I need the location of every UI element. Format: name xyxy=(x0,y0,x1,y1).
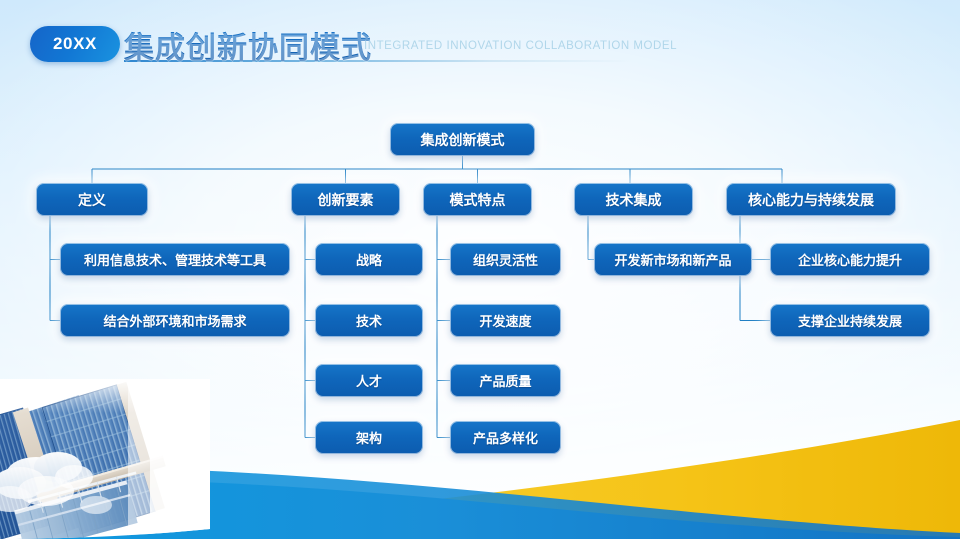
node-branch-definition[interactable]: 定义 xyxy=(36,183,148,216)
node-label: 创新要素 xyxy=(317,191,374,208)
node-branch-model-features[interactable]: 模式特点 xyxy=(423,183,532,216)
node-root[interactable]: 集成创新模式 xyxy=(390,123,535,156)
page-title: 集成创新协同模式 xyxy=(124,23,372,67)
node-label: 利用信息技术、管理技术等工具 xyxy=(83,253,266,268)
node-label: 技术集成 xyxy=(605,191,662,208)
year-badge: 20XX xyxy=(30,26,120,62)
node-branch-technology-integration[interactable]: 技术集成 xyxy=(574,183,693,216)
node-innovation-child-2[interactable]: 技术 xyxy=(315,304,423,337)
node-label: 集成创新模式 xyxy=(420,131,505,148)
node-core-child-2[interactable]: 支撑企业持续发展 xyxy=(770,304,930,337)
node-label: 组织灵活性 xyxy=(472,253,538,268)
node-label: 产品质量 xyxy=(479,374,532,389)
slide-header: 20XX 集成创新协同模式 INTEGRATED INNOVATION COLL… xyxy=(0,0,960,86)
node-definition-child-2[interactable]: 结合外部环境和市场需求 xyxy=(60,304,290,337)
node-branch-core-capability[interactable]: 核心能力与持续发展 xyxy=(726,183,896,216)
page-subtitle: INTEGRATED INNOVATION COLLABORATION MODE… xyxy=(364,40,678,52)
node-innovation-child-1[interactable]: 战略 xyxy=(315,243,423,276)
node-innovation-child-3[interactable]: 人才 xyxy=(315,364,423,397)
node-label: 定义 xyxy=(78,191,106,208)
node-label: 产品多样化 xyxy=(472,431,538,446)
node-innovation-child-4[interactable]: 架构 xyxy=(315,421,423,454)
node-label: 核心能力与持续发展 xyxy=(748,191,874,208)
node-label: 技术 xyxy=(355,314,382,329)
node-technology-child-1[interactable]: 开发新市场和新产品 xyxy=(594,243,752,276)
node-feature-child-3[interactable]: 产品质量 xyxy=(450,364,561,397)
node-label: 开发速度 xyxy=(479,314,532,329)
node-label: 模式特点 xyxy=(449,191,506,208)
node-label: 开发新市场和新产品 xyxy=(614,253,732,268)
node-branch-innovation-elements[interactable]: 创新要素 xyxy=(291,183,400,216)
node-feature-child-4[interactable]: 产品多样化 xyxy=(450,421,561,454)
node-feature-child-1[interactable]: 组织灵活性 xyxy=(450,243,561,276)
node-label: 战略 xyxy=(355,253,382,268)
node-label: 结合外部环境和市场需求 xyxy=(103,314,247,329)
year-badge-label: 20XX xyxy=(53,34,97,53)
node-label: 架构 xyxy=(355,431,382,446)
node-label: 人才 xyxy=(355,374,382,389)
node-feature-child-2[interactable]: 开发速度 xyxy=(450,304,561,337)
node-definition-child-1[interactable]: 利用信息技术、管理技术等工具 xyxy=(60,243,290,276)
node-label: 支撑企业持续发展 xyxy=(797,314,902,329)
node-core-child-1[interactable]: 企业核心能力提升 xyxy=(770,243,930,276)
node-label: 企业核心能力提升 xyxy=(797,253,902,268)
